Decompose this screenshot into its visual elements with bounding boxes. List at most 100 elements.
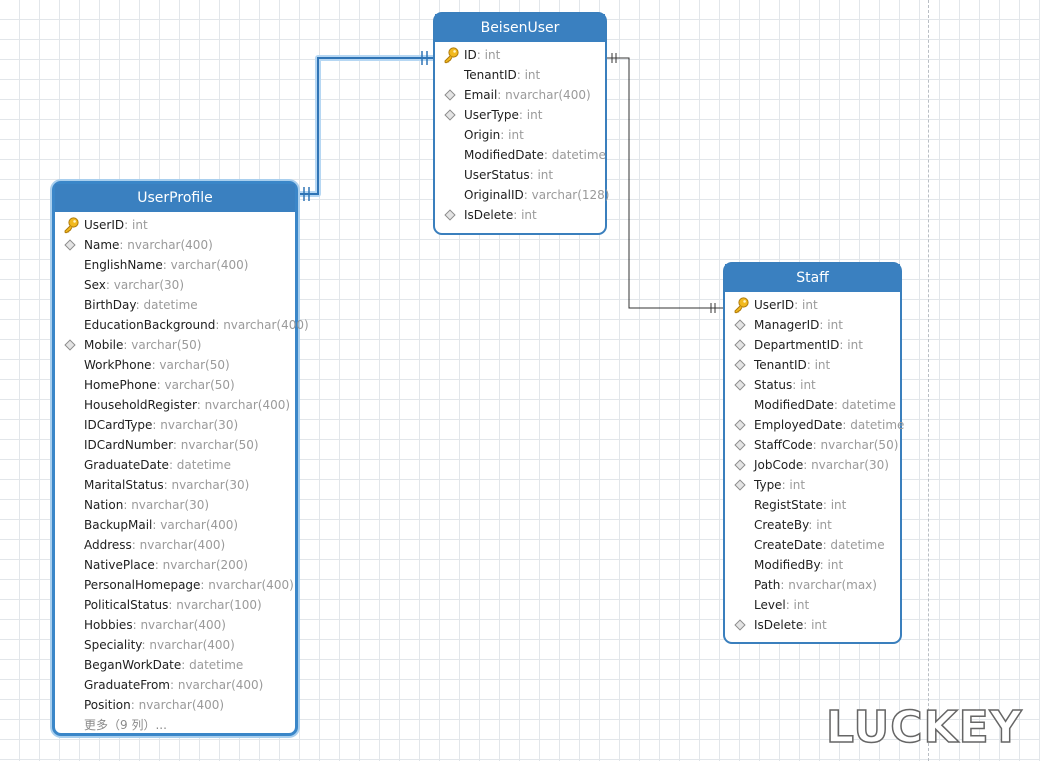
attribute-row[interactable]: Hobbies: nvarchar(400) bbox=[55, 615, 295, 635]
attribute-name: PoliticalStatus bbox=[84, 598, 169, 612]
attribute-separator: : bbox=[808, 518, 817, 532]
attribute-row[interactable]: Status: int bbox=[725, 375, 900, 395]
more-columns-label[interactable]: 更多（9 列）... bbox=[84, 718, 167, 732]
attribute-type: datetime bbox=[850, 418, 905, 432]
attribute-type: nvarchar(50) bbox=[180, 438, 259, 452]
attribute-separator: : bbox=[196, 398, 205, 412]
attribute-row[interactable]: HomePhone: varchar(50) bbox=[55, 375, 295, 395]
attribute-row[interactable]: ManagerID: int bbox=[725, 315, 900, 335]
attribute-type: varchar(50) bbox=[164, 378, 235, 392]
attribute-name: OriginalID bbox=[464, 188, 524, 202]
attribute-row[interactable]: ModifiedBy: int bbox=[725, 555, 900, 575]
primary-key-icon bbox=[442, 45, 460, 65]
attribute-separator: : bbox=[105, 278, 114, 292]
attribute-name: Speciality bbox=[84, 638, 142, 652]
attribute-row[interactable]: TenantID: int bbox=[435, 65, 605, 85]
attribute-row[interactable]: Level: int bbox=[725, 595, 900, 615]
attribute-type: nvarchar(400) bbox=[505, 88, 591, 102]
attribute-row[interactable]: CreateBy: int bbox=[725, 515, 900, 535]
attribute-type: datetime bbox=[551, 148, 606, 162]
attribute-name: IsDelete bbox=[464, 208, 514, 222]
attribute-row[interactable]: ID: int bbox=[435, 45, 605, 65]
attribute-type: datetime bbox=[176, 458, 231, 472]
attribute-row[interactable]: WorkPhone: varchar(50) bbox=[55, 355, 295, 375]
attribute-row[interactable]: GraduateFrom: nvarchar(400) bbox=[55, 675, 295, 695]
attribute-name: UserID bbox=[754, 298, 795, 312]
attribute-row[interactable]: Position: nvarchar(400) bbox=[55, 695, 295, 715]
attribute-row[interactable]: Name: nvarchar(400) bbox=[55, 235, 295, 255]
attribute-name: ManagerID bbox=[754, 318, 820, 332]
attribute-row[interactable]: PersonalHomepage: nvarchar(400) bbox=[55, 575, 295, 595]
attribute-separator: : bbox=[131, 538, 140, 552]
attribute-separator: : bbox=[529, 168, 538, 182]
attribute-row[interactable]: UserStatus: int bbox=[435, 165, 605, 185]
entity-title[interactable]: Staff bbox=[725, 264, 900, 292]
attribute-row[interactable]: Nation: nvarchar(30) bbox=[55, 495, 295, 515]
attribute-row[interactable]: ModifiedDate: datetime bbox=[435, 145, 606, 165]
attribute-row[interactable]: BackupMail: varchar(400) bbox=[55, 515, 295, 535]
attribute-type: nvarchar(400) bbox=[177, 678, 264, 692]
attribute-separator: : bbox=[156, 378, 165, 392]
attribute-row[interactable]: RegistState: int bbox=[725, 495, 900, 515]
attribute-name: BeganWorkDate bbox=[84, 658, 182, 672]
attribute-row[interactable]: BeganWorkDate: datetime bbox=[55, 655, 295, 675]
attribute-row[interactable]: StaffCode: nvarchar(50) bbox=[725, 435, 900, 455]
attribute-row[interactable]: GraduateDate: datetime bbox=[55, 455, 295, 475]
entity-title[interactable]: UserProfile bbox=[55, 184, 295, 212]
attribute-row[interactable]: Type: int bbox=[725, 475, 900, 495]
attribute-row[interactable]: EducationBackground: nvarchar(400) bbox=[55, 315, 309, 335]
relationship-beisenuser-staff[interactable] bbox=[606, 53, 723, 313]
attribute-separator: : bbox=[803, 618, 812, 632]
attribute-row[interactable]: IDCardNumber: nvarchar(50) bbox=[55, 435, 295, 455]
attribute-row[interactable]: Mobile: varchar(50) bbox=[55, 335, 295, 355]
attribute-row[interactable]: UserType: int bbox=[435, 105, 605, 125]
attribute-separator: : bbox=[163, 478, 172, 492]
attribute-type: int bbox=[524, 68, 541, 82]
attribute-row[interactable]: UserID: int bbox=[725, 295, 900, 315]
attribute-separator: : bbox=[215, 318, 224, 332]
attribute-name: StaffCode bbox=[754, 438, 813, 452]
attribute-row[interactable]: ModifiedDate: datetime bbox=[725, 395, 900, 415]
attribute-name: UserID bbox=[84, 218, 125, 232]
attribute-row[interactable]: JobCode: nvarchar(30) bbox=[725, 455, 900, 475]
attribute-name: ModifiedDate bbox=[464, 148, 544, 162]
watermark-text: LUCKEY bbox=[825, 701, 1023, 754]
attribute-row[interactable]: TenantID: int bbox=[725, 355, 900, 375]
attribute-row[interactable]: HouseholdRegister: nvarchar(400) bbox=[55, 395, 295, 415]
relationship-userprofile-beisenuser[interactable] bbox=[297, 51, 433, 201]
attribute-row[interactable]: Email: nvarchar(400) bbox=[435, 85, 605, 105]
attribute-row[interactable]: BirthDay: datetime bbox=[55, 295, 295, 315]
attribute-row[interactable]: Address: nvarchar(400) bbox=[55, 535, 295, 555]
attribute-row[interactable]: UserID: int bbox=[55, 215, 295, 235]
attribute-row[interactable]: EmployedDate: datetime bbox=[725, 415, 904, 435]
attribute-diamond-icon bbox=[732, 435, 750, 455]
attribute-row[interactable]: Sex: varchar(30) bbox=[55, 275, 295, 295]
attribute-row[interactable]: DepartmentID: int bbox=[725, 335, 900, 355]
attribute-type: nvarchar(400) bbox=[204, 398, 291, 412]
attribute-row[interactable]: CreateDate: datetime bbox=[725, 535, 900, 555]
attribute-row[interactable]: NativePlace: nvarchar(200) bbox=[55, 555, 295, 575]
attribute-separator: : bbox=[130, 698, 139, 712]
attribute-row[interactable]: IDCardType: nvarchar(30) bbox=[55, 415, 295, 435]
attribute-diamond-icon bbox=[732, 375, 750, 395]
attribute-row[interactable]: Speciality: nvarchar(400) bbox=[55, 635, 295, 655]
entity-title[interactable]: BeisenUser bbox=[435, 14, 605, 42]
attribute-row[interactable]: IsDelete: int bbox=[435, 205, 605, 225]
attribute-type: int bbox=[811, 618, 827, 632]
attribute-row[interactable]: PoliticalStatus: nvarchar(100) bbox=[55, 595, 295, 615]
attribute-row[interactable]: Path: nvarchar(max) bbox=[725, 575, 900, 595]
attribute-type: varchar(30) bbox=[113, 278, 184, 292]
attribute-row[interactable]: EnglishName: varchar(400) bbox=[55, 255, 295, 275]
attribute-name: UserType bbox=[464, 108, 519, 122]
attribute-type: varchar(400) bbox=[170, 258, 249, 272]
attribute-row[interactable]: MaritalStatus: nvarchar(30) bbox=[55, 475, 295, 495]
attribute-row[interactable]: OriginalID: varchar(128) bbox=[435, 185, 610, 205]
attribute-separator: : bbox=[119, 238, 128, 252]
attribute-name: Name bbox=[84, 238, 120, 252]
attribute-row[interactable]: IsDelete: int bbox=[725, 615, 900, 635]
attribute-row[interactable]: Origin: int bbox=[435, 125, 605, 145]
